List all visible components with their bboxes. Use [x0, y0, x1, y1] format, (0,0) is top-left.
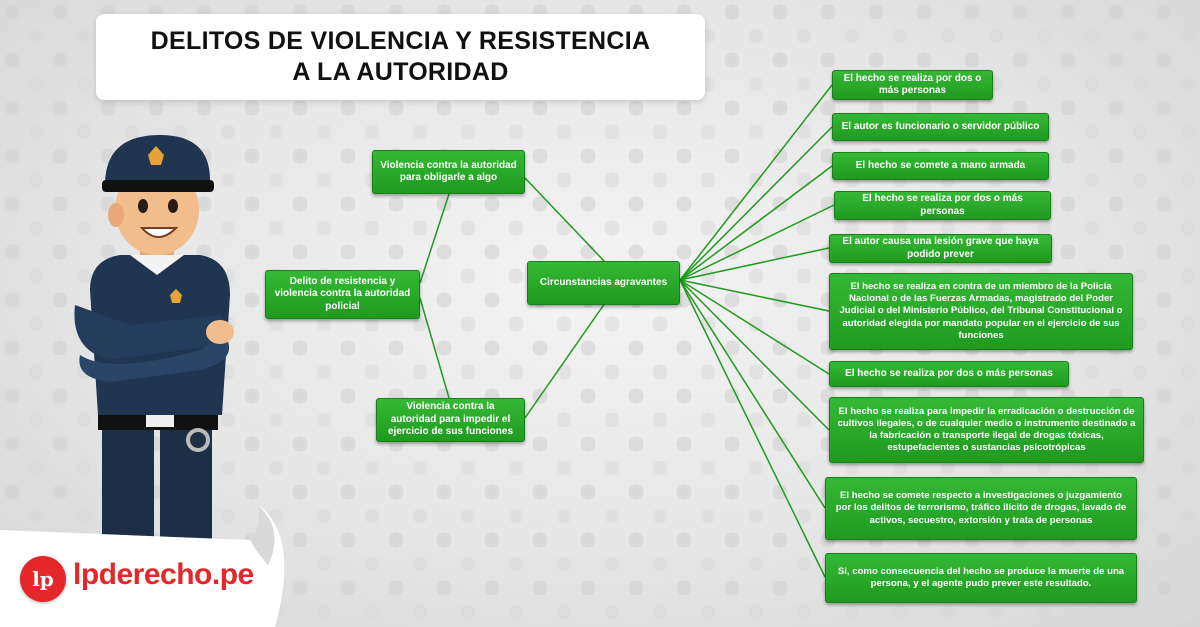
aggravant-node: El hecho se comete a mano armada — [832, 152, 1049, 180]
hub-node: Circunstancias agravantes — [527, 261, 680, 305]
title-line-1: DELITOS DE VIOLENCIA Y RESISTENCIA — [150, 27, 651, 55]
aggravant-node: El hecho se comete respecto a investigac… — [825, 477, 1137, 540]
aggravant-node: Si, como consecuencia del hecho se produ… — [825, 553, 1137, 603]
lp-logo-icon: lp — [20, 556, 66, 602]
aggravant-node: El hecho se realiza en contra de un miem… — [829, 273, 1133, 350]
aggravant-node: El hecho se realiza por dos o más person… — [834, 191, 1051, 220]
aggravant-node: El autor es funcionario o servidor públi… — [832, 113, 1049, 141]
aggravant-node: El hecho se realiza por dos o más person… — [832, 70, 993, 100]
root-node: Delito de resistencia y violencia contra… — [265, 270, 420, 319]
branch-top-node: Violencia contra la autoridad para oblig… — [372, 150, 525, 194]
brand-site-name[interactable]: lpderecho.pe — [73, 558, 254, 591]
aggravant-node: El autor causa una lesión grave que haya… — [829, 234, 1052, 263]
title-card: DELITOS DE VIOLENCIA Y RESISTENCIA A LA … — [96, 14, 705, 100]
aggravant-node: El hecho se realiza para impedir la erra… — [829, 397, 1144, 463]
aggravant-node: El hecho se realiza por dos o más person… — [829, 361, 1069, 387]
paper-curl — [0, 505, 285, 627]
title-line-2: A LA AUTORIDAD — [292, 58, 509, 86]
police-officer-illustration — [74, 135, 234, 540]
branch-bottom-node: Violencia contra la autoridad para imped… — [376, 398, 525, 442]
